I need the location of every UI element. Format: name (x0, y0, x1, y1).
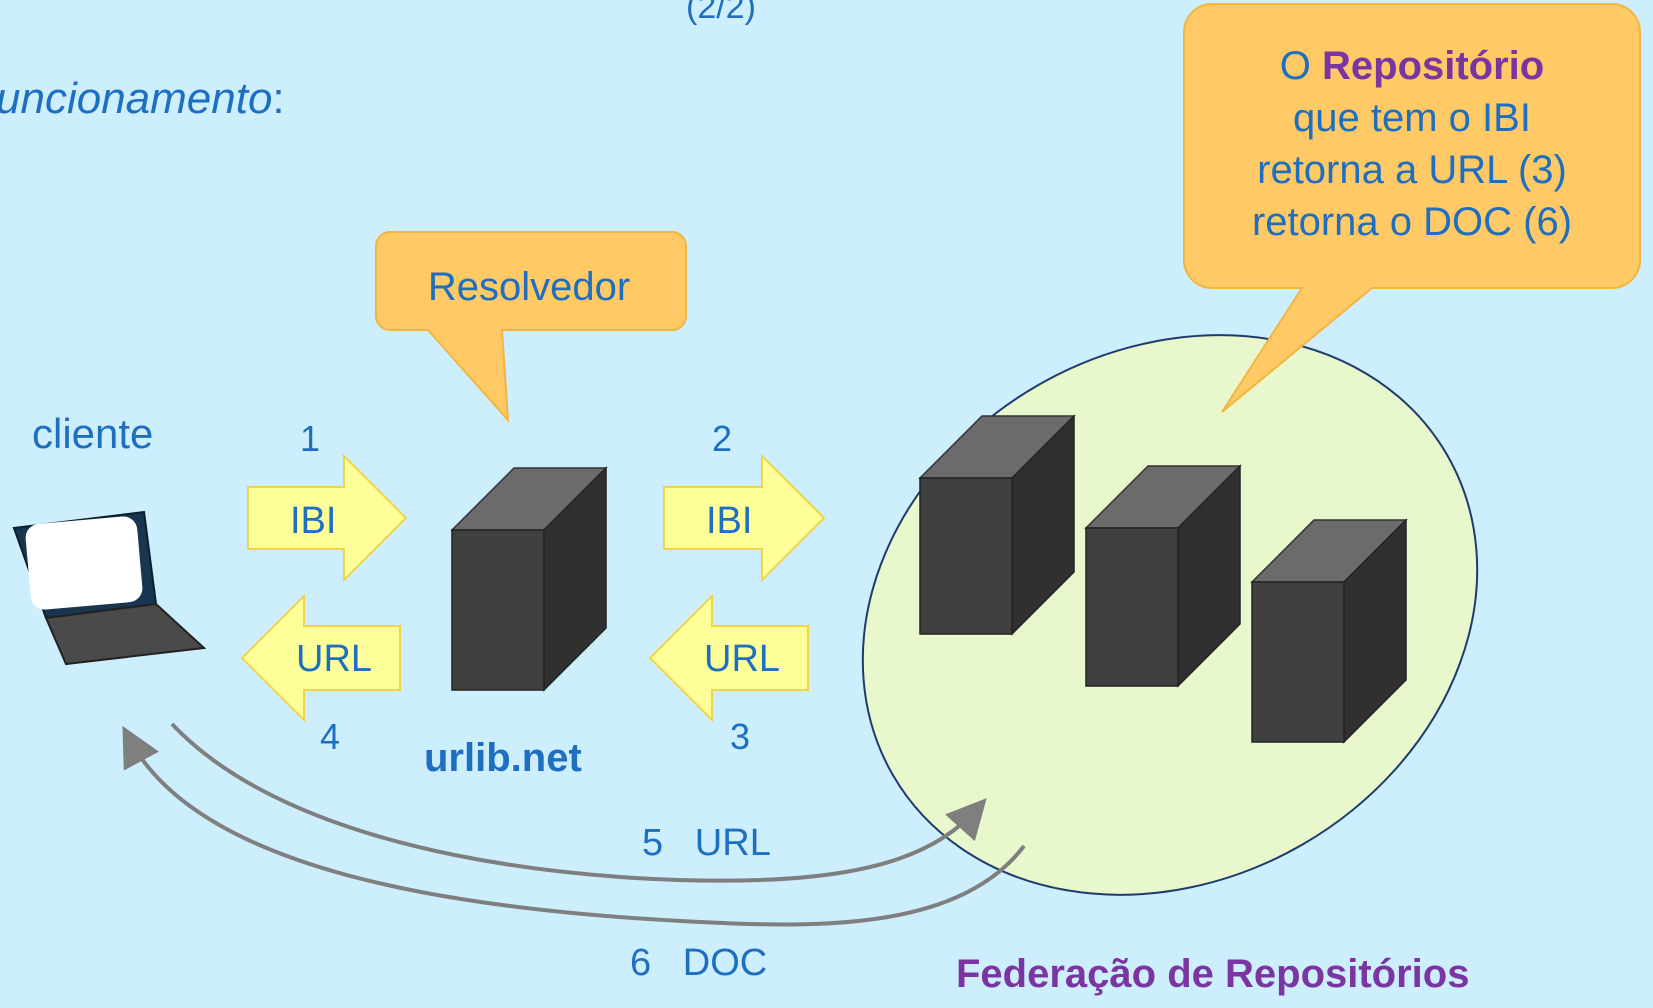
heading-text: uncionamento (0, 74, 273, 123)
step-2-label: 2 (712, 418, 733, 459)
flow-5-label: 5 URL (642, 822, 771, 864)
resolver-callout (375, 231, 687, 423)
resolver-host-label: urlib.net (424, 736, 582, 780)
federation-label: Federação de Repositórios (956, 952, 1470, 996)
repo-bubble-line2: que tem o IBI (1293, 96, 1531, 140)
url-arrow-left (240, 593, 401, 723)
heading-colon: : (272, 74, 285, 123)
repo-bubble-highlight: Repositório (1322, 44, 1545, 88)
laptop-icon (12, 510, 207, 666)
resolver-server-icon (450, 466, 608, 692)
step-4-label: 4 (320, 716, 341, 757)
repo-bubble-line4: retorna o DOC (6) (1251, 200, 1573, 244)
page-number: (2/2) (686, 0, 756, 26)
repository-server-3-icon (1250, 518, 1408, 744)
ibi-arrow-left-label: IBI (290, 500, 337, 542)
repo-bubble-line3: retorna a URL (3) (1257, 148, 1567, 192)
repository-server-1-icon (918, 414, 1076, 636)
ibi-arrow-right (663, 453, 826, 583)
flow-6-label: 6 DOC (630, 942, 768, 984)
repository-server-2-icon (1084, 464, 1242, 688)
url-arrow-left-label: URL (296, 638, 373, 680)
url-arrow-right (648, 593, 809, 723)
slide-heading: uncionamento: (0, 74, 285, 124)
flow-5-curve (170, 722, 987, 883)
ibi-arrow-left (247, 453, 408, 583)
repo-bubble-prefix: O (1279, 44, 1322, 88)
step-3-label: 3 (730, 716, 751, 757)
ibi-arrow-right-label: IBI (706, 500, 753, 542)
flow-6-curve (122, 725, 1026, 927)
step-1-label: 1 (300, 418, 321, 459)
resolver-bubble-text: Resolvedor (427, 265, 631, 309)
repository-bubble-text: O Repositório que tem o IBI retorna a UR… (1184, 40, 1640, 248)
repository-callout (1183, 3, 1641, 413)
client-label: cliente (32, 410, 154, 457)
url-arrow-right-label: URL (704, 638, 781, 680)
